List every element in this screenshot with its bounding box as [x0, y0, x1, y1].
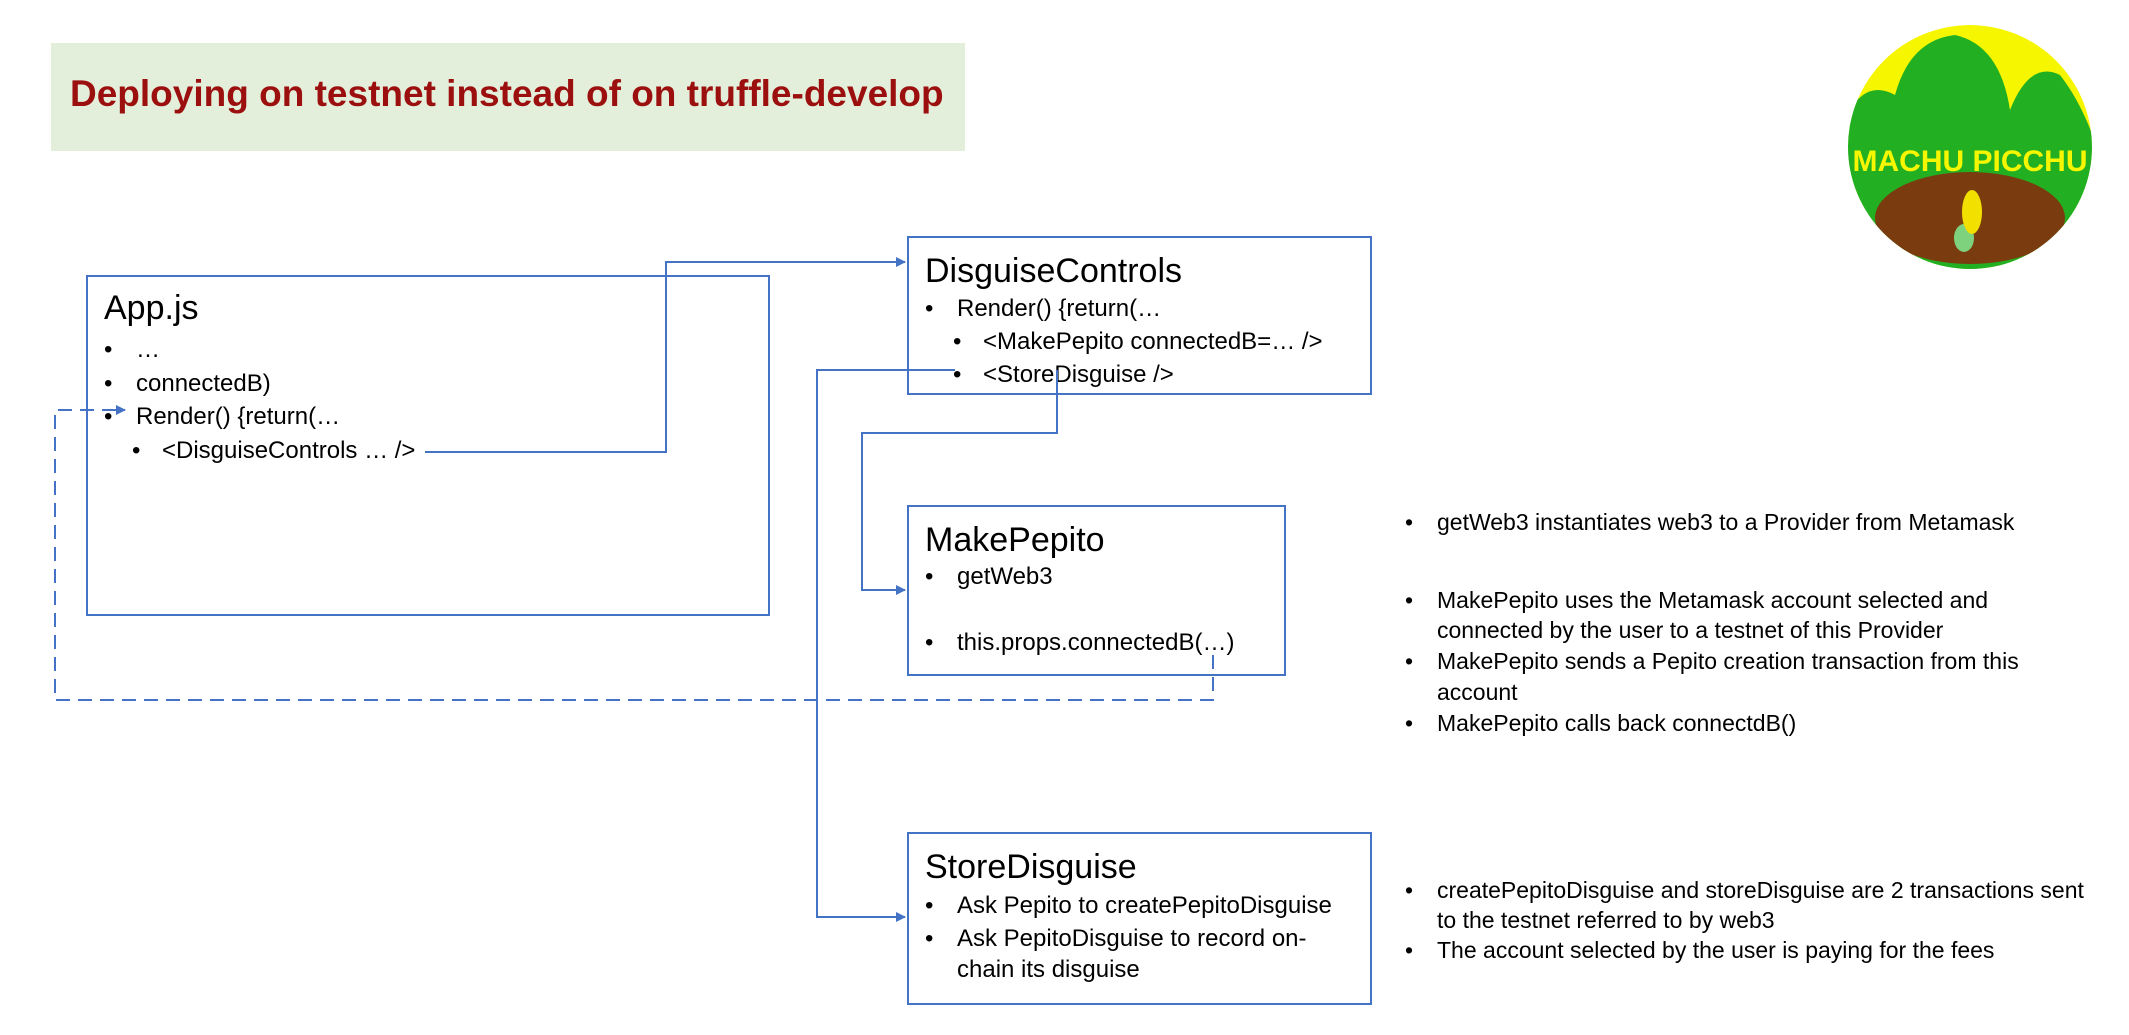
bullet: •	[104, 403, 113, 430]
title-banner: Deploying on testnet instead of on truff…	[51, 43, 965, 151]
bullet: •	[1405, 710, 1414, 736]
slide-title: Deploying on testnet instead of on truff…	[70, 73, 944, 114]
bullet: •	[104, 336, 113, 363]
app-line-connectedb: connectedB)	[136, 370, 271, 397]
bullet: •	[925, 563, 934, 590]
note-text: to the testnet referred to by web3	[1437, 907, 1775, 933]
disguise-controls-title: DisguiseControls	[925, 252, 1182, 290]
bullet: •	[1405, 648, 1414, 674]
bullet: •	[1405, 937, 1414, 963]
make-line-getweb3: getWeb3	[957, 563, 1053, 590]
make-line-connectedb: this.props.connectedB(…)	[957, 629, 1235, 656]
note-text: MakePepito sends a Pepito creation trans…	[1437, 648, 2019, 674]
bullet: •	[1405, 587, 1414, 613]
disguise-line-storedisguise: <StoreDisguise />	[983, 361, 1174, 388]
note-text: account	[1437, 679, 1518, 705]
note-text: connected by the user to a testnet of th…	[1437, 617, 1944, 643]
disguise-controls-box: DisguiseControls • Render() {return(… • …	[907, 236, 1372, 395]
make-pepito-title: MakePepito	[925, 521, 1105, 559]
store-disguise-box: StoreDisguise • Ask Pepito to createPepi…	[907, 832, 1372, 1005]
connector-callback-dashed	[54, 405, 1214, 701]
app-line-ellipsis: …	[136, 336, 160, 363]
note-text: The account selected by the user is payi…	[1437, 937, 1995, 963]
store-line-create: Ask Pepito to createPepitoDisguise	[957, 892, 1332, 919]
connector-app-to-disguisecontrols	[425, 257, 906, 453]
bullet: •	[953, 328, 962, 355]
bullet: •	[925, 925, 934, 952]
bullet: •	[104, 370, 113, 397]
note-text: getWeb3 instantiates web3 to a Provider …	[1437, 509, 2015, 535]
disguise-line-render: Render() {return(…	[957, 295, 1162, 322]
connector-disguise-to-makepepito	[861, 370, 1058, 595]
app-js-box: App.js • … • connectedB) • Render() {ret…	[86, 275, 770, 616]
connector-disguise-to-storedisguise	[816, 369, 955, 922]
note-text: MakePepito calls back connectdB()	[1437, 710, 1797, 736]
store-disguise-title: StoreDisguise	[925, 848, 1137, 886]
make-pepito-box: MakePepito • getWeb3 • this.props.connec…	[907, 505, 1286, 676]
note-text: createPepitoDisguise and storeDisguise a…	[1437, 877, 2084, 903]
bullet: •	[925, 629, 934, 656]
store-line-record-2: chain its disguise	[957, 956, 1140, 983]
app-line-disguisecontrols: <DisguiseControls … />	[162, 437, 416, 464]
bullet: •	[132, 437, 141, 464]
bullet: •	[1405, 877, 1414, 903]
bullet: •	[925, 295, 934, 322]
app-js-title: App.js	[104, 289, 199, 327]
bullet: •	[1405, 509, 1414, 535]
bullet: •	[925, 892, 934, 919]
note-text: MakePepito uses the Metamask account sel…	[1437, 587, 1989, 613]
bullet: •	[953, 361, 962, 388]
app-line-render: Render() {return(…	[136, 403, 341, 430]
store-line-record-1: Ask PepitoDisguise to record on-	[957, 925, 1307, 952]
disguise-line-makepepito: <MakePepito connectedB=… />	[983, 328, 1323, 355]
